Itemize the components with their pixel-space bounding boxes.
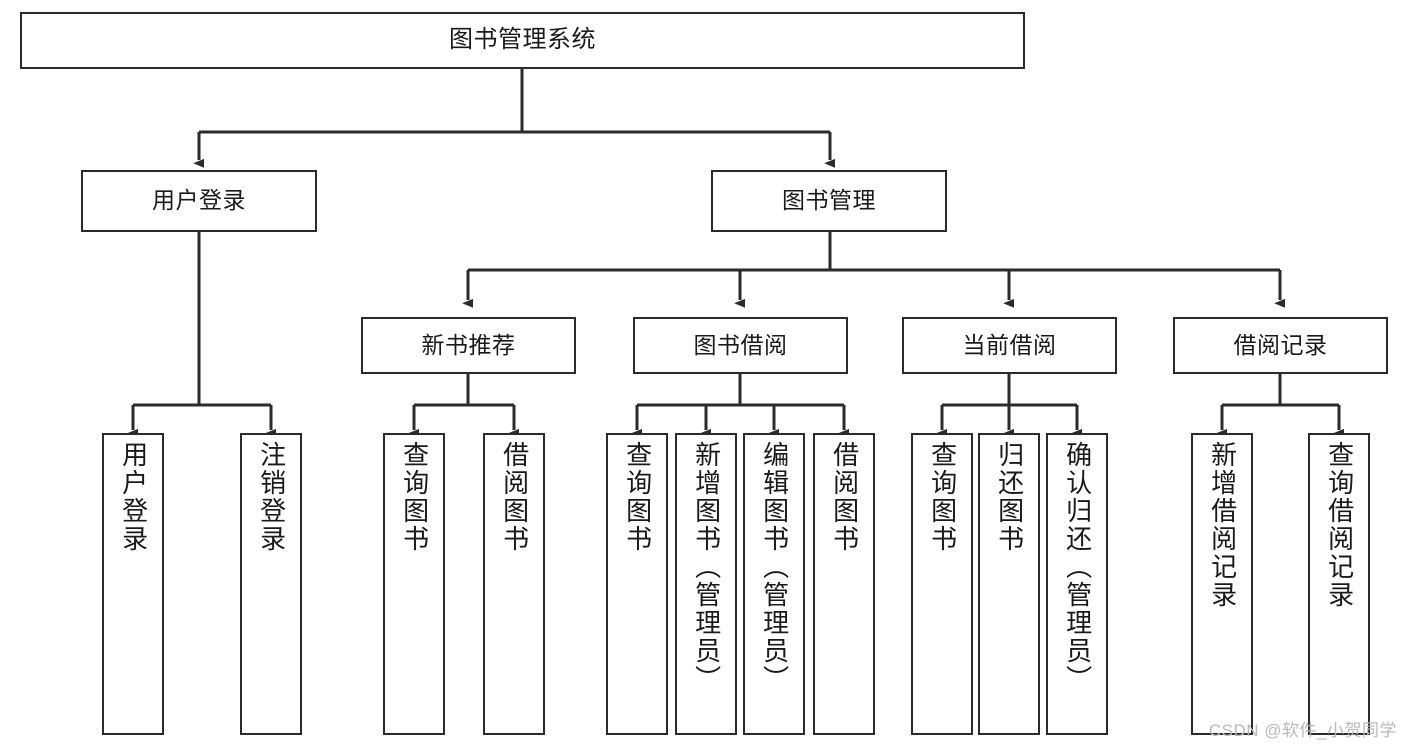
node-label: 图书管理 (782, 187, 876, 214)
node-root-book-management-system[interactable]: 图书管理系统 (20, 12, 1025, 69)
node-current-borrow[interactable]: 当前借阅 (902, 317, 1117, 374)
leaf-user-login-login[interactable]: 用户登录 (102, 433, 164, 735)
node-label: 借阅图书 (499, 441, 530, 553)
node-label: 查询借阅记录 (1324, 441, 1355, 609)
node-label: 当前借阅 (962, 331, 1057, 358)
node-label: 查询图书 (622, 441, 653, 553)
node-label: 确认归还（管理员） (1062, 441, 1093, 693)
leaf-current-borrow-return-book[interactable]: 归还图书 (978, 433, 1040, 735)
node-label: 图书借阅 (693, 331, 788, 358)
leaf-current-borrow-confirm-return-admin[interactable]: 确认归还（管理员） (1046, 433, 1108, 735)
node-borrow-record[interactable]: 借阅记录 (1173, 317, 1388, 374)
node-label: 编辑图书（管理员） (759, 441, 790, 693)
node-user-login[interactable]: 用户登录 (81, 170, 317, 232)
leaf-new-book-borrow-book[interactable]: 借阅图书 (483, 433, 545, 735)
leaf-user-login-logout[interactable]: 注销登录 (240, 433, 302, 735)
leaf-new-book-query-book[interactable]: 查询图书 (383, 433, 445, 735)
watermark-text: CSDN @软件_小贺同学 (1208, 721, 1397, 740)
node-label: 图书管理系统 (449, 26, 596, 54)
node-book-management[interactable]: 图书管理 (711, 170, 947, 232)
node-label: 用户登录 (118, 441, 149, 553)
node-label: 注销登录 (256, 441, 287, 553)
node-label: 归还图书 (994, 441, 1025, 553)
node-label: 借阅记录 (1233, 331, 1328, 358)
leaf-book-borrow-edit-book-admin[interactable]: 编辑图书（管理员） (743, 433, 805, 735)
node-label: 新增图书（管理员） (691, 441, 722, 693)
node-label: 新增借阅记录 (1207, 441, 1238, 609)
leaf-book-borrow-query-book[interactable]: 查询图书 (606, 433, 668, 735)
node-label: 查询图书 (927, 441, 958, 553)
leaf-borrow-record-query-record[interactable]: 查询借阅记录 (1308, 433, 1370, 735)
node-label: 新书推荐 (421, 331, 516, 358)
node-label: 用户登录 (152, 187, 246, 214)
leaf-book-borrow-add-book-admin[interactable]: 新增图书（管理员） (675, 433, 737, 735)
leaf-current-borrow-query-book[interactable]: 查询图书 (911, 433, 973, 735)
node-label: 借阅图书 (829, 441, 860, 553)
leaf-book-borrow-borrow-book[interactable]: 借阅图书 (813, 433, 875, 735)
node-new-book-recommend[interactable]: 新书推荐 (361, 317, 576, 374)
node-book-borrow[interactable]: 图书借阅 (633, 317, 848, 374)
leaf-borrow-record-add-record[interactable]: 新增借阅记录 (1191, 433, 1253, 735)
node-label: 查询图书 (399, 441, 430, 553)
